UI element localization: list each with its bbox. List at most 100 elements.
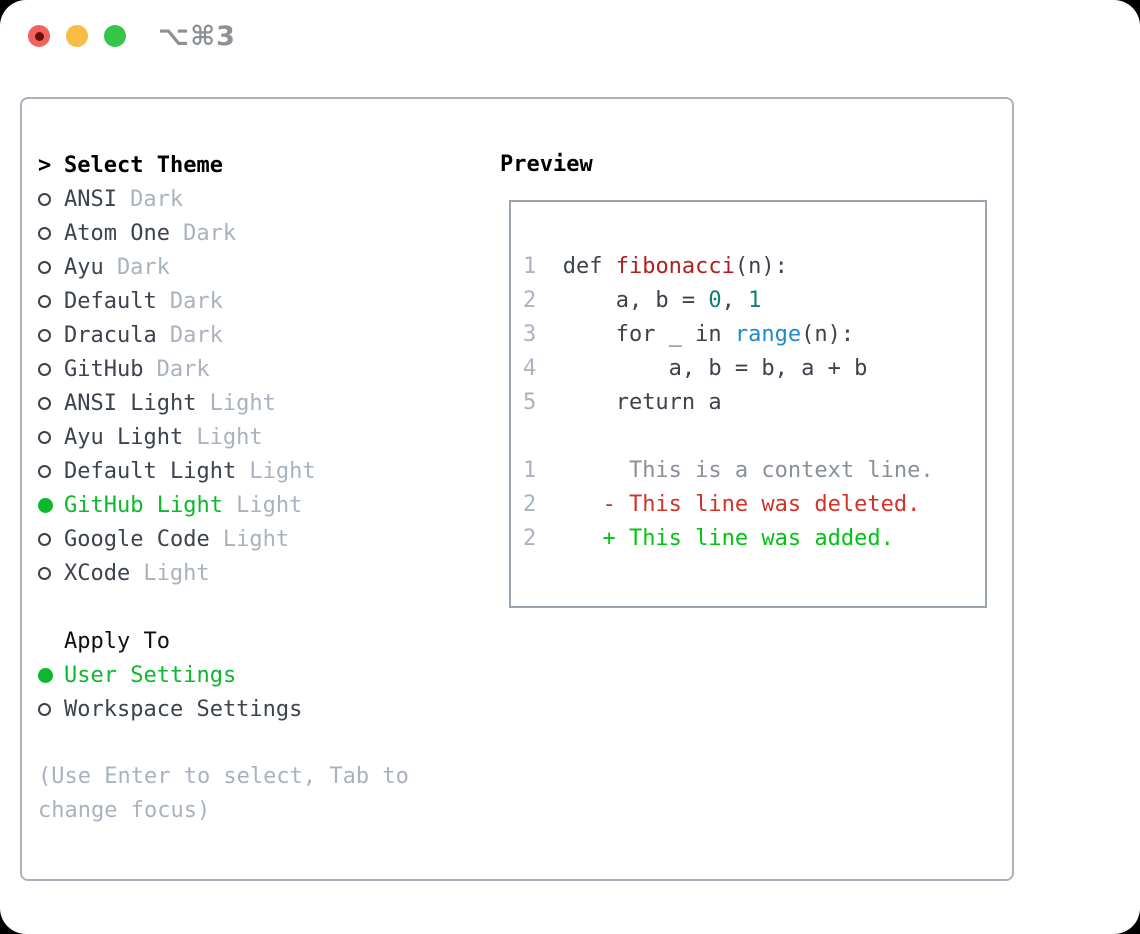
- minimize-button[interactable]: [66, 25, 88, 47]
- theme-name: ANSI Light: [64, 390, 197, 416]
- code-segment-func: fibonacci: [615, 254, 735, 279]
- radio-unselected-icon: [38, 192, 51, 206]
- code-segment-num: 0: [708, 288, 722, 313]
- theme-variant-badge: Dark: [169, 288, 223, 314]
- code-line: 2 + This line was added.: [523, 522, 985, 556]
- theme-item-default[interactable]: Default Dark: [38, 284, 458, 318]
- code-line: 2 a, b = 0, 1: [523, 284, 985, 318]
- theme-name: Dracula: [64, 322, 157, 348]
- cursor-marker: >: [38, 153, 64, 178]
- theme-name: Atom One: [64, 220, 170, 246]
- theme-variant-badge: Light: [209, 390, 276, 416]
- code-segment-builtin: range: [734, 322, 802, 347]
- window-shortcut-label: ⌥⌘3: [158, 21, 236, 52]
- code-segment-context: This is a context line.: [562, 458, 934, 483]
- theme-name: Ayu Light: [64, 424, 184, 450]
- theme-item-xcode[interactable]: XCode Light: [38, 556, 458, 590]
- code-segment-code: a, b = b, a + b: [562, 356, 868, 381]
- apply-to-header: Apply To: [38, 624, 458, 658]
- code-line: 3 for _ in range(n):: [523, 318, 985, 352]
- keyboard-hint-line: (Use Enter to select, Tab to: [38, 764, 409, 789]
- theme-item-ansi-light[interactable]: ANSI Light Light: [38, 386, 458, 420]
- window-titlebar: [28, 25, 126, 47]
- line-number: 4: [523, 356, 537, 381]
- theme-name: XCode: [64, 560, 131, 586]
- code-segment-num: 1: [748, 288, 762, 313]
- code-line: 5 return a: [523, 386, 985, 420]
- radio-unselected-icon: [38, 294, 51, 308]
- code-segment-code: (n):: [734, 254, 788, 279]
- radio-marker: [38, 328, 64, 342]
- code-line: 1 This is a context line.: [523, 454, 985, 488]
- radio-unselected-icon: [38, 396, 51, 410]
- line-number: 1: [523, 254, 537, 279]
- radio-marker: [38, 532, 64, 546]
- theme-variant-badge: Light: [249, 458, 316, 484]
- spacer: [38, 726, 458, 760]
- theme-variant-badge: Dark: [156, 356, 210, 382]
- radio-marker: [38, 566, 64, 580]
- apply-option-user-settings[interactable]: User Settings: [38, 658, 458, 692]
- theme-name: ANSI: [64, 186, 117, 212]
- line-number: 2: [523, 288, 537, 313]
- theme-item-default-light[interactable]: Default Light Light: [38, 454, 458, 488]
- radio-marker: [38, 497, 64, 513]
- radio-unselected-icon: [38, 226, 51, 240]
- radio-marker: [38, 294, 64, 308]
- radio-marker: [38, 192, 64, 206]
- record-dot-icon: [34, 31, 44, 41]
- line-number: 5: [523, 390, 537, 415]
- line-number: 2: [523, 492, 537, 517]
- preview-title: Preview: [500, 152, 593, 177]
- theme-item-dracula[interactable]: Dracula Dark: [38, 318, 458, 352]
- theme-name: Google Code: [64, 526, 210, 552]
- select-theme-title: Select Theme: [64, 152, 223, 178]
- theme-name: GitHub Light: [64, 492, 223, 518]
- radio-unselected-icon: [38, 464, 51, 478]
- theme-variant-badge: Dark: [169, 322, 223, 348]
- code-segment-code: for _ in: [562, 322, 735, 347]
- close-button[interactable]: [28, 25, 50, 47]
- code-segment-added: + This line was added.: [562, 526, 894, 551]
- radio-marker: [38, 430, 64, 444]
- code-segment-code: ,: [721, 288, 749, 313]
- radio-unselected-icon: [38, 328, 51, 342]
- theme-variant-badge: Dark: [116, 254, 170, 280]
- line-number: 2: [523, 526, 537, 551]
- radio-unselected-icon: [38, 532, 51, 546]
- cursor-arrow-icon: >: [38, 152, 52, 178]
- code-segment-code: a, b =: [562, 288, 709, 313]
- code-line: [523, 420, 985, 454]
- theme-variant-badge: Light: [143, 560, 210, 586]
- theme-variant-badge: Light: [236, 492, 303, 518]
- apply-option-workspace-settings[interactable]: Workspace Settings: [38, 692, 458, 726]
- radio-marker: [38, 464, 64, 478]
- radio-unselected-icon: [38, 362, 51, 376]
- radio-unselected-icon: [38, 566, 51, 580]
- line-number: 1: [523, 458, 537, 483]
- theme-variant-badge: Dark: [183, 220, 237, 246]
- theme-name: Default Light: [64, 458, 237, 484]
- code-segment-code: def: [562, 254, 616, 279]
- code-segment-code: (n):: [801, 322, 855, 347]
- theme-item-atom-one[interactable]: Atom One Dark: [38, 216, 458, 250]
- radio-marker: [38, 702, 64, 716]
- apply-option-label: User Settings: [64, 662, 237, 688]
- radio-unselected-icon: [38, 702, 51, 716]
- theme-name: Default: [64, 288, 157, 314]
- zoom-button[interactable]: [104, 25, 126, 47]
- radio-marker: [38, 362, 64, 376]
- radio-marker: [38, 396, 64, 410]
- code-line: 2 - This line was deleted.: [523, 488, 985, 522]
- theme-item-github-light[interactable]: GitHub Light Light: [38, 488, 458, 522]
- radio-marker: [38, 667, 64, 683]
